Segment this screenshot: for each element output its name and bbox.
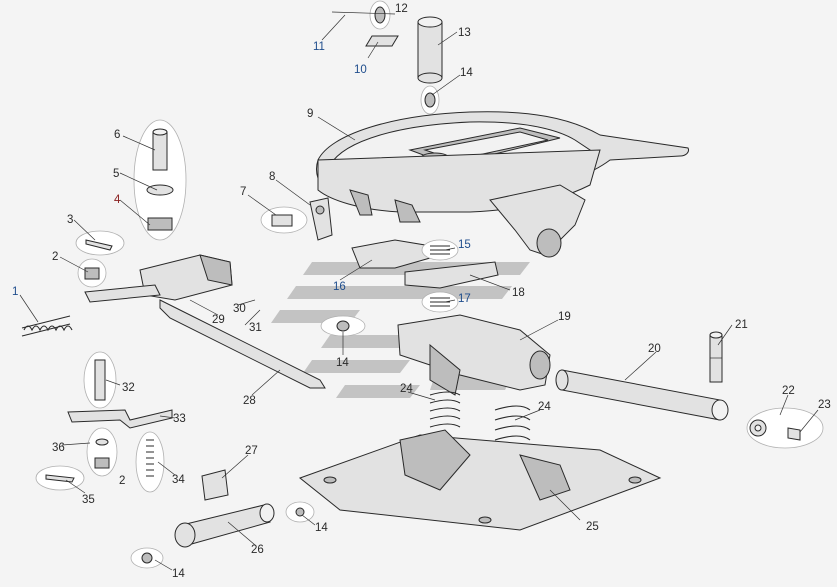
part-19-bracket: [397, 314, 551, 396]
label-10: 10: [354, 64, 367, 76]
leader-lines: [19, 14, 819, 571]
part-number-labels: 11 12 10 13 14 9 8 7 6 5 4 3 2 1 15 16 1…: [12, 3, 831, 580]
label-14-bottom: 14: [172, 568, 185, 580]
label-20: 20: [648, 343, 661, 355]
part-33-bracket: [67, 409, 173, 429]
part-35-pin: [35, 465, 85, 491]
label-24-left: 24: [400, 383, 413, 395]
part-20-shaft: [555, 369, 729, 421]
label-6: 6: [114, 129, 120, 141]
label-7: 7: [240, 186, 246, 198]
label-9: 9: [307, 108, 313, 120]
label-28: 28: [243, 395, 256, 407]
label-27: 27: [245, 445, 258, 457]
label-11: 11: [313, 41, 325, 53]
label-17: 17: [458, 293, 471, 305]
fifth-wheel-plate: [316, 111, 689, 258]
label-19: 19: [558, 311, 571, 323]
label-34: 34: [172, 474, 185, 486]
label-16: 16: [333, 281, 346, 293]
part-36-2-group: [86, 427, 118, 477]
part-1-spring: [21, 315, 73, 337]
label-31: 31: [249, 322, 262, 334]
label-25: 25: [586, 521, 599, 533]
label-33: 33: [173, 413, 186, 425]
part-34-spring: [135, 431, 165, 493]
parts-22-23-group: [746, 407, 824, 449]
part-18-plate: [404, 261, 499, 289]
label-36: 36: [52, 442, 65, 454]
label-24-right: 24: [538, 401, 551, 413]
label-1: 1: [12, 286, 18, 298]
grease-nipple-center: [320, 315, 366, 337]
label-15: 15: [458, 239, 471, 251]
part-2-nut-top: [77, 258, 107, 288]
label-2-lower: 2: [119, 475, 125, 487]
part-8-bracket: [309, 197, 333, 241]
handle-assembly: [84, 254, 326, 389]
label-32: 32: [122, 382, 135, 394]
label-14-top: 14: [460, 67, 473, 79]
grease-nipple-lower: [285, 501, 315, 523]
part-3-pin: [75, 230, 125, 256]
label-23: 23: [818, 399, 831, 411]
label-14-center: 14: [336, 357, 349, 369]
part-25-base: [298, 429, 662, 531]
parts-4-5-6-group: [133, 119, 187, 241]
part-11-12-group: [331, 0, 396, 30]
part-15-spring: [421, 239, 459, 261]
part-24-springs: [429, 391, 531, 461]
label-30: 30: [233, 303, 246, 315]
part-17-spring: [421, 291, 459, 313]
part-10-plate: [365, 35, 399, 47]
label-2-top: 2: [52, 251, 58, 263]
label-4: 4: [114, 194, 121, 206]
part-27-block: [201, 469, 229, 501]
label-8: 8: [269, 171, 275, 183]
label-18: 18: [512, 287, 525, 299]
part-21-pin: [709, 331, 723, 383]
label-13: 13: [458, 27, 471, 39]
label-22: 22: [782, 385, 795, 397]
part-32-bolt: [83, 351, 117, 409]
part-7-pin: [260, 206, 308, 234]
label-5: 5: [113, 168, 119, 180]
label-29: 29: [212, 314, 225, 326]
grease-nipple-top: [420, 85, 440, 115]
label-3: 3: [67, 214, 73, 226]
label-14-lower: 14: [315, 522, 328, 534]
label-26: 26: [251, 544, 264, 556]
grease-nipple-bottom: [130, 547, 164, 569]
label-35: 35: [82, 494, 95, 506]
kingpin-cylinder: [417, 16, 443, 84]
label-21: 21: [735, 319, 748, 331]
label-12: 12: [395, 3, 408, 15]
part-26-cylinder: [174, 503, 275, 548]
